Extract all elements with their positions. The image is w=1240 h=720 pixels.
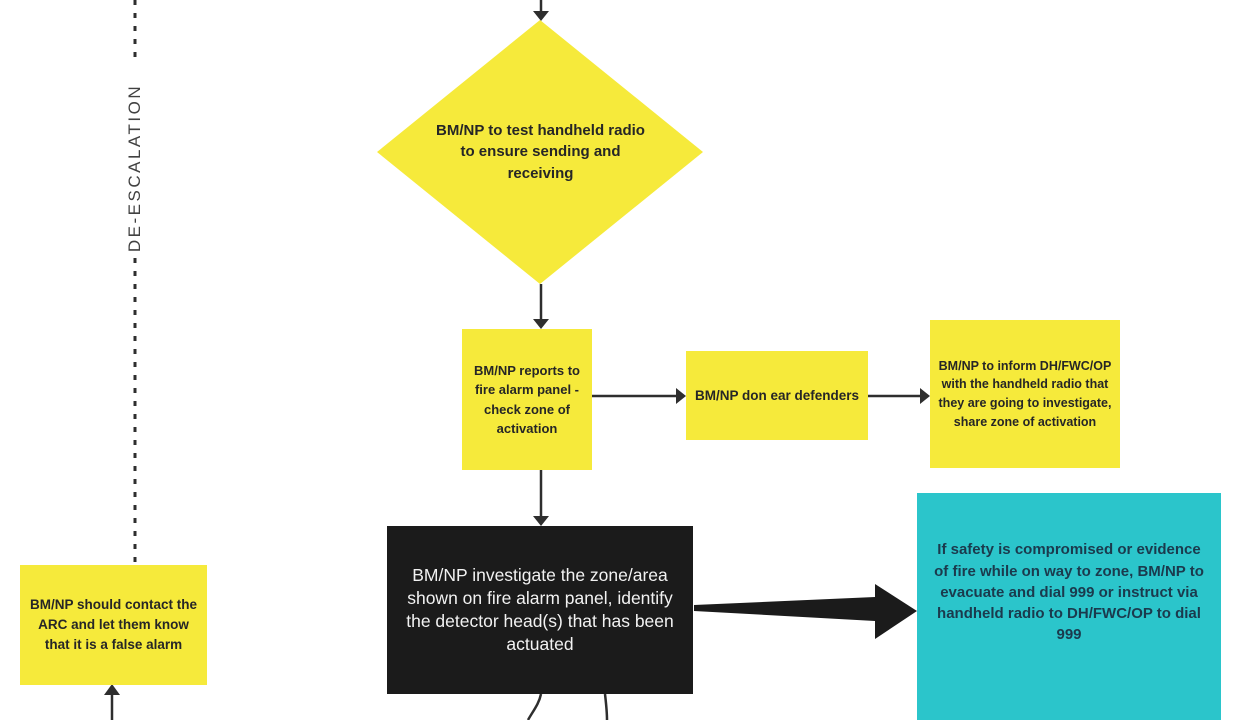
node-ear-defenders: BM/NP don ear defenders	[686, 351, 868, 440]
arrow-bottom-to-arc	[104, 684, 120, 720]
arrow-ear-to-inform	[868, 388, 930, 404]
node-inform-radio: BM/NP to inform DH/FWC/OP with the handh…	[930, 320, 1120, 468]
arrow-reports-to-investigate	[533, 470, 549, 526]
arrow-reports-to-ear	[592, 388, 686, 404]
node-contact-arc: BM/NP should contact the ARC and let the…	[20, 565, 207, 685]
node-safety-alert: If safety is compromised or evidence of …	[917, 493, 1221, 720]
arrow-diamond-to-reports	[533, 284, 549, 329]
node-test-radio: BM/NP to test handheld radio to ensure s…	[436, 122, 645, 182]
arrow-top-to-diamond	[533, 0, 549, 21]
lane-label-deescalation: DE-ESCALATION	[125, 83, 144, 253]
node-reports-panel: BM/NP reports to fire alarm panel - chec…	[462, 329, 592, 470]
connector-lines-investigate-bottom	[526, 693, 609, 720]
bold-arrow-investigate-to-alert	[694, 584, 917, 639]
diamond-test-radio-shape	[377, 20, 703, 284]
node-investigate-zone: BM/NP investigate the zone/area shown on…	[387, 526, 693, 694]
